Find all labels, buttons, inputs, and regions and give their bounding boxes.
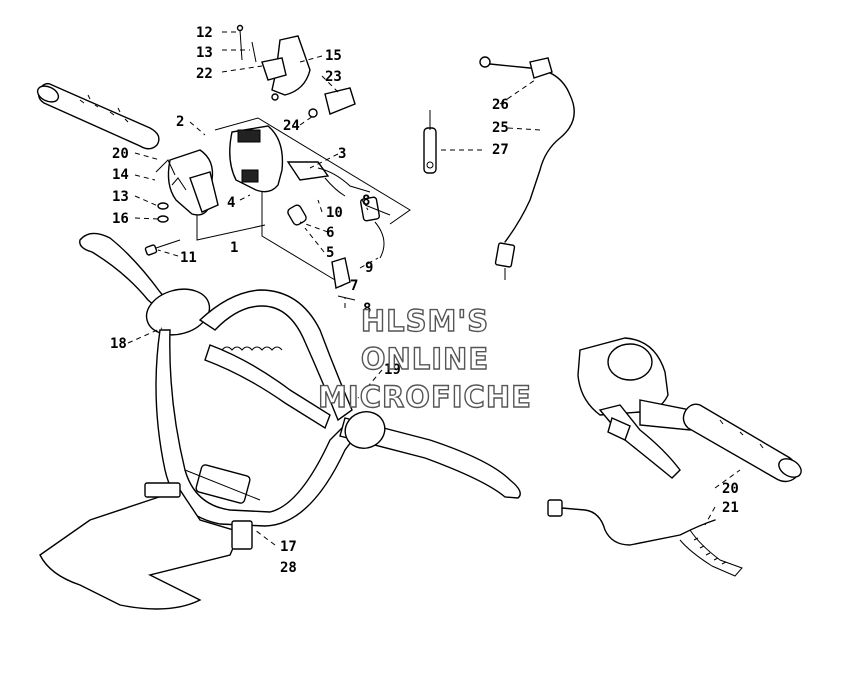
callout-22: 22 — [196, 66, 213, 82]
switch-housing-assembly — [167, 117, 411, 301]
callout-2: 2 — [176, 114, 184, 130]
callout-13-left: 13 — [112, 189, 129, 205]
callout-7: 7 — [350, 278, 358, 294]
callout-13-top: 13 — [196, 45, 213, 61]
pads — [39, 482, 253, 610]
callout-23: 23 — [325, 69, 342, 85]
callout-1: 1 — [230, 240, 238, 256]
left-grip — [36, 82, 160, 150]
callout-20-left: 20 — [112, 146, 129, 162]
heater-wire — [547, 499, 743, 577]
watermark-line-1: HLSM'S — [361, 304, 489, 338]
callout-19: 19 — [384, 362, 401, 378]
callout-10: 10 — [326, 205, 343, 221]
right-grip — [682, 403, 802, 483]
right-control-assembly — [577, 337, 691, 479]
upper-bracket-parts — [236, 24, 356, 118]
callout-3: 3 — [338, 146, 346, 162]
leader-lines — [127, 31, 741, 546]
callout-12: 12 — [196, 25, 213, 41]
callout-17: 17 — [280, 539, 297, 555]
callout-24: 24 — [283, 118, 300, 134]
callout-27: 27 — [492, 142, 509, 158]
callout-28: 28 — [280, 560, 297, 576]
callout-16: 16 — [112, 211, 129, 227]
callout-8-upper: 8 — [362, 193, 370, 209]
callout-4: 4 — [227, 195, 235, 211]
watermark: HLSM'S ONLINE MICROFICHE — [317, 303, 532, 414]
callout-labels: 12 13 22 15 23 24 2 3 20 14 13 16 4 1 11… — [110, 25, 739, 576]
throttle-cable — [423, 56, 575, 280]
callout-20-right: 20 — [722, 481, 739, 497]
callout-8-lower: 8 — [363, 301, 371, 317]
callout-5: 5 — [326, 245, 334, 261]
watermark-line-2: ONLINE — [361, 342, 489, 376]
handlebar — [79, 232, 521, 527]
callout-11: 11 — [180, 250, 197, 266]
callout-18: 18 — [110, 336, 127, 352]
callout-9: 9 — [365, 260, 373, 276]
watermark-line-3: MICROFICHE — [318, 380, 532, 414]
callout-14: 14 — [112, 167, 129, 183]
callout-25: 25 — [492, 120, 509, 136]
callout-6: 6 — [326, 225, 334, 241]
left-bracket-parts — [144, 159, 187, 256]
callout-15: 15 — [325, 48, 342, 64]
callout-26: 26 — [492, 97, 509, 113]
callout-21: 21 — [722, 500, 739, 516]
